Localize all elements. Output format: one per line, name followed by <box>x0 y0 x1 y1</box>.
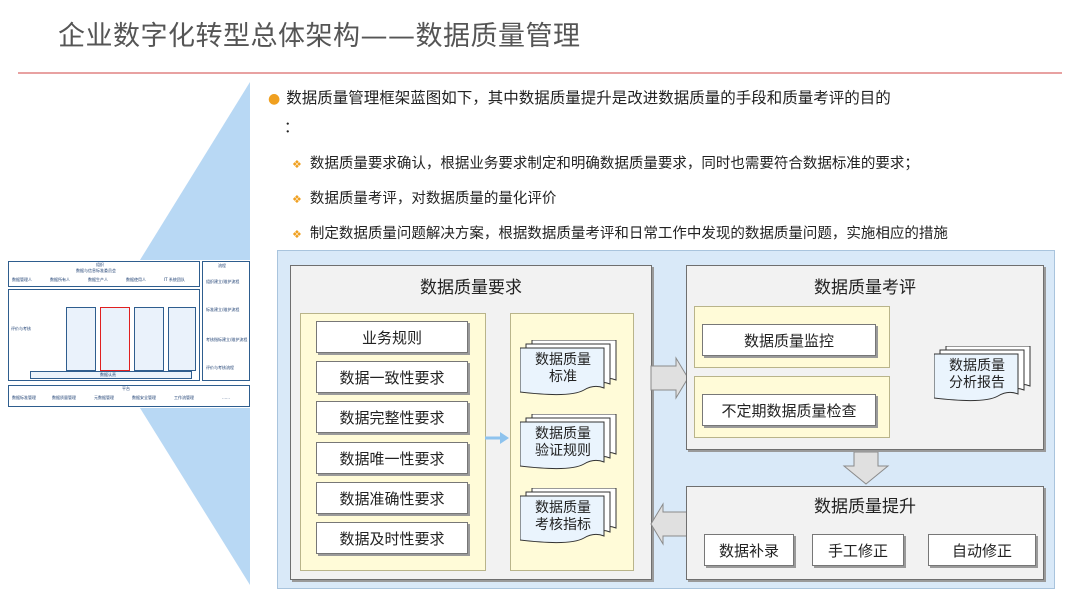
doc-quality-standard: 数据质量标准 <box>520 340 617 396</box>
doc-line: 数据质量 <box>535 500 591 516</box>
thumb-role: 数据管理人 <box>12 277 32 282</box>
thumb-platform-item: …… <box>222 395 230 400</box>
thumb-mid-label: 数据认责 <box>100 372 116 377</box>
doc-line: 验证规则 <box>535 443 591 459</box>
requirement-item: 数据唯一性要求 <box>316 442 468 474</box>
doc-line: 考核指标 <box>535 517 591 533</box>
main-bullet: ● 数据质量管理框架蓝图如下，其中数据质量提升是改进数据质量的手段和质量考评的目的 <box>268 86 891 108</box>
thumb-platform-label: 平台 <box>122 386 130 391</box>
requirements-title: 数据质量要求 <box>420 278 522 298</box>
sub-bullet: ❖ 制定数据质量问题解决方案，根据数据质量考评和日常工作中发现的数据质量问题，实施… <box>292 222 948 243</box>
thumb-col <box>134 307 164 371</box>
diamond-bullet-icon: ❖ <box>292 193 302 206</box>
thumb-committee-label: 数据与信息标准委员会 <box>76 268 116 273</box>
thumb-role: 数据所有人 <box>50 277 70 282</box>
requirement-item: 数据完整性要求 <box>316 401 468 433</box>
sub-bullet: ❖ 数据质量考评，对数据质量的量化评价 <box>292 187 556 208</box>
doc-validation-rules: 数据质量验证规则 <box>520 414 617 470</box>
doc-line: 数据质量 <box>535 426 591 442</box>
sub-bullet-text: 数据质量考评，对数据质量的量化评价 <box>309 191 557 207</box>
evaluation-item: 不定期数据质量检查 <box>702 394 876 426</box>
thumb-platform-item: 数据质量管理 <box>52 395 76 400</box>
thumb-col-highlight <box>100 307 130 371</box>
doc-line: 分析报告 <box>949 375 1005 391</box>
thumb-mid-bar <box>30 371 192 379</box>
doc-line: 数据质量 <box>949 358 1005 374</box>
thumb-platform-item: 工作流管理 <box>174 395 194 400</box>
evaluation-title: 数据质量考评 <box>814 278 916 298</box>
requirement-item: 数据及时性要求 <box>316 522 468 554</box>
thumb-platform-item: 元数据管理 <box>94 395 114 400</box>
sub-bullet: ❖ 数据质量要求确认，根据业务要求制定和明确数据质量要求，同时也需要符合数据标准的… <box>292 152 919 173</box>
thumb-role: IT 系统团队 <box>164 277 185 282</box>
requirement-item: 业务规则 <box>316 321 468 353</box>
thumb-platform-box <box>8 385 250 407</box>
improvement-item: 手工修正 <box>812 534 904 566</box>
thumb-process-item: 考核指标建立/维护流程 <box>206 337 248 342</box>
sub-bullet-text: 制定数据质量问题解决方案，根据数据质量考评和日常工作中发现的数据质量问题，实施相… <box>309 226 948 242</box>
architecture-thumbnail: 组织 数据与信息标准委员会 数据管理人 数据所有人 数据生产人 数据使用人 IT… <box>8 261 250 407</box>
thumb-process-label: 流程 <box>218 263 226 268</box>
thumb-role: 数据生产人 <box>88 277 108 282</box>
title-divider <box>18 72 1062 74</box>
diamond-bullet-icon: ❖ <box>292 228 302 241</box>
thumb-platform-item: 数据标准管理 <box>12 395 36 400</box>
doc-analysis-report: 数据质量分析报告 <box>934 346 1031 402</box>
thumb-org-box <box>8 261 200 287</box>
requirement-item: 数据一致性要求 <box>316 361 468 393</box>
sub-bullet-text: 数据质量要求确认，根据业务要求制定和明确数据质量要求，同时也需要符合数据标准的要… <box>309 156 919 172</box>
thumb-process-item: 评价与考核流程 <box>206 365 234 370</box>
doc-assessment-metrics: 数据质量考核指标 <box>520 488 617 544</box>
diamond-bullet-icon: ❖ <box>292 158 302 171</box>
thumb-platform-item: 数据安全管理 <box>132 395 156 400</box>
thumb-role: 数据使用人 <box>126 277 146 282</box>
improvement-item: 数据补录 <box>704 534 794 566</box>
thumb-org-label: 组织 <box>96 262 104 267</box>
improvement-title: 数据质量提升 <box>814 497 916 517</box>
thumb-col <box>66 307 96 371</box>
requirement-item: 数据准确性要求 <box>316 482 468 514</box>
thumb-eval-label: 评价与考核 <box>11 326 31 331</box>
page-title: 企业数字化转型总体架构——数据质量管理 <box>58 21 581 52</box>
evaluation-item: 数据质量监控 <box>702 324 876 356</box>
improvement-item: 自动修正 <box>928 534 1036 566</box>
thumb-col <box>168 307 196 371</box>
main-bullet-text: 数据质量管理框架蓝图如下，其中数据质量提升是改进数据质量的手段和质量考评的目的 <box>286 89 891 107</box>
doc-line: 标准 <box>549 369 577 385</box>
doc-line: 数据质量 <box>535 352 591 368</box>
main-bullet-colon: ： <box>284 118 300 136</box>
thumb-process-box <box>202 261 250 381</box>
bullet-dot-icon: ● <box>268 91 281 107</box>
thumb-process-item: 组织建立/维护流程 <box>206 279 240 284</box>
thumb-process-item: 标准建立/维护流程 <box>206 307 240 312</box>
